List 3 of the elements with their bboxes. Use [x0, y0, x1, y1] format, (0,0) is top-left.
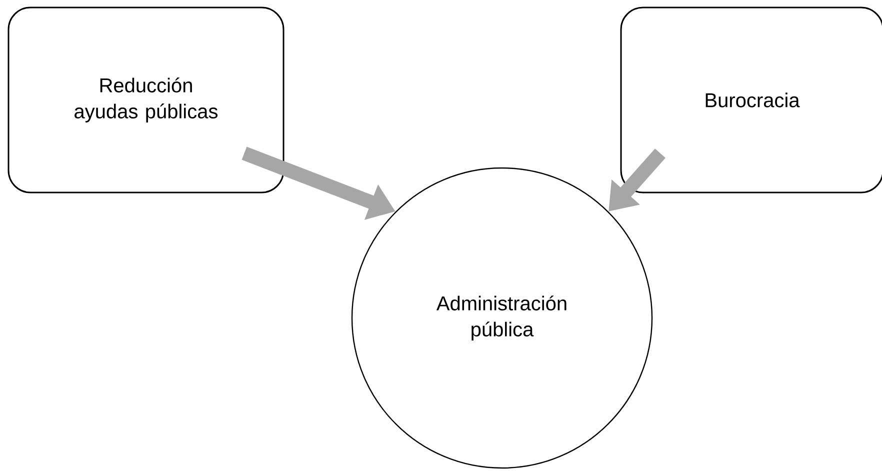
process-box: Burocracia	[620, 6, 882, 194]
circle-node: Administración pública	[351, 167, 653, 469]
process-box: Reducción ayudas públicas	[8, 6, 284, 194]
